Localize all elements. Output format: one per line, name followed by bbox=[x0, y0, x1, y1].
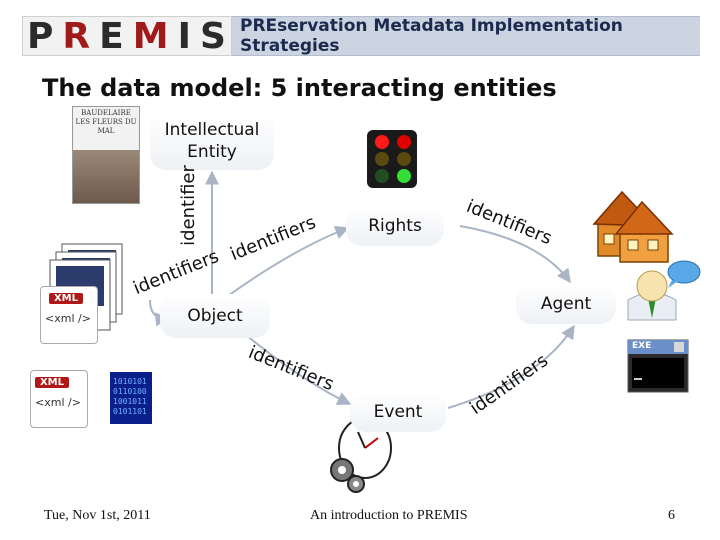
entity-agent: Agent bbox=[516, 284, 616, 324]
exe-label: EXE bbox=[632, 341, 652, 351]
logo-letter: S bbox=[200, 15, 227, 57]
svg-text:1001011: 1001011 bbox=[113, 397, 147, 406]
entity-event-label: Event bbox=[373, 402, 423, 422]
arrow-object-rights bbox=[213, 225, 350, 307]
person-icon bbox=[627, 260, 701, 321]
clock-gears-icon bbox=[330, 417, 392, 493]
page-number: 6 bbox=[668, 508, 675, 523]
arrow-object-event bbox=[239, 329, 352, 405]
entity-object-label: Object bbox=[187, 306, 243, 326]
xml-tag-text: <xml /> bbox=[35, 396, 81, 409]
xml-tag-text: <xml /> bbox=[45, 312, 91, 325]
traffic-light-icon bbox=[367, 130, 417, 188]
book-cover-image: BAUDELAIRE LES FLEURS DU MAL bbox=[72, 106, 140, 204]
entity-object: Object bbox=[160, 294, 270, 338]
slide-title: The data model: 5 interacting entities bbox=[42, 74, 557, 102]
xml-badge: XML bbox=[35, 377, 69, 388]
entity-agent-label: Agent bbox=[540, 294, 592, 314]
svg-text:0110100: 0110100 bbox=[113, 387, 147, 396]
entity-intellectual-label: Intellectual Entity bbox=[164, 120, 260, 162]
footer-date: Tue, Nov 1st, 2011 bbox=[44, 508, 151, 523]
premis-logo: P R E M I S bbox=[22, 15, 232, 57]
xml-file-icon: XML <xml /> bbox=[30, 370, 88, 428]
exe-window-icon bbox=[627, 339, 689, 393]
footer-title: An introduction to PREMIS bbox=[310, 508, 468, 523]
svg-text:0101101: 0101101 bbox=[113, 407, 147, 416]
entity-rights: Rights bbox=[346, 206, 444, 246]
arrow-rights-agent bbox=[459, 225, 571, 284]
logo-letter: I bbox=[177, 15, 193, 57]
logo-letter: M bbox=[132, 15, 170, 57]
entity-event: Event bbox=[350, 392, 446, 432]
binary-data-icon: 1010101 0110100 1001011 0101101 bbox=[110, 372, 152, 424]
logo-letter: P bbox=[27, 15, 55, 57]
entity-rights-label: Rights bbox=[368, 216, 422, 236]
svg-text:1010101: 1010101 bbox=[113, 377, 147, 386]
xml-file-icon: XML <xml /> bbox=[40, 286, 98, 344]
logo-letter: E bbox=[99, 15, 125, 57]
arrow-event-agent bbox=[447, 324, 575, 409]
book-cover-text: BAUDELAIRE LES FLEURS DU MAL bbox=[75, 109, 137, 135]
house-icon bbox=[592, 190, 674, 263]
header-tagline: PREservation Metadata Implementation Str… bbox=[232, 16, 700, 56]
entity-intellectual: Intellectual Entity bbox=[150, 112, 274, 170]
xml-badge: XML bbox=[49, 293, 83, 304]
logo-letter: R bbox=[62, 15, 92, 57]
edge-label-identifier: identifier bbox=[177, 165, 199, 246]
